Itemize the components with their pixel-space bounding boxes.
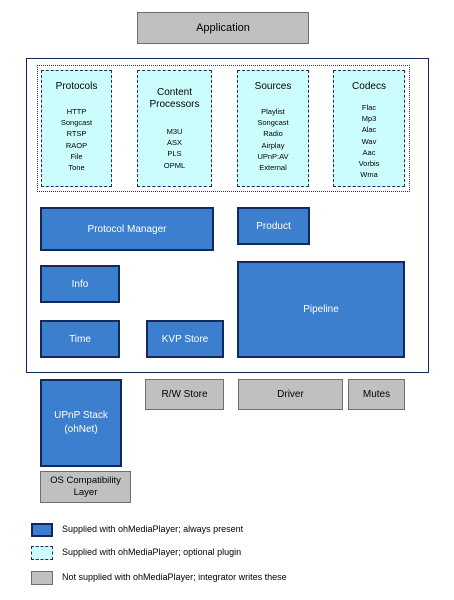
upnp-stack-box: UPnP Stack (ohNet) xyxy=(40,379,122,467)
content-processors-plugin: Content Processors M3U ASX PLS OPML xyxy=(137,70,212,187)
protocols-title: Protocols xyxy=(55,81,98,92)
list-item: Alac xyxy=(361,125,377,135)
mutes-box: Mutes xyxy=(348,379,405,410)
info-box: Info xyxy=(40,265,120,303)
list-item: Airplay xyxy=(261,140,285,150)
kvp-store-box: KVP Store xyxy=(146,320,224,358)
list-item: RAOP xyxy=(65,140,88,150)
sources-list: Playlist Songcast Radio Airplay UPnP:AV … xyxy=(238,106,308,173)
time-label: Time xyxy=(69,333,91,345)
pipeline-label: Pipeline xyxy=(303,304,339,315)
application-label: Application xyxy=(196,22,250,34)
list-item: File xyxy=(70,151,83,161)
protocols-plugin: Protocols HTTP Songcast RTSP RAOP File T… xyxy=(41,70,112,187)
list-item: External xyxy=(259,163,287,173)
list-item: HTTP xyxy=(66,107,87,116)
protocol-manager-label: Protocol Manager xyxy=(87,223,167,235)
list-item: OPML xyxy=(163,160,186,170)
legend-optional-text: Supplied with ohMediaPlayer; optional pl… xyxy=(62,547,242,557)
time-box: Time xyxy=(40,320,120,358)
list-item: Radio xyxy=(263,129,283,139)
content-processors-list: M3U ASX PLS OPML xyxy=(138,126,211,171)
application-box: Application xyxy=(137,12,309,44)
legend-not-supplied-swatch xyxy=(31,571,53,585)
codecs-list: Flac Mp3 Alac Wav Aac Vorbis Wma xyxy=(334,102,404,180)
list-item: Aac xyxy=(362,147,376,157)
codecs-title: Codecs xyxy=(352,81,386,92)
rw-store-box: R/W Store xyxy=(145,379,224,410)
list-item: RTSP xyxy=(66,129,87,139)
legend-not-supplied-text: Not supplied with ohMediaPlayer; integra… xyxy=(62,572,287,582)
legend-supplied-swatch xyxy=(31,523,53,537)
pipeline-box: Pipeline xyxy=(237,261,405,358)
list-item: Flac xyxy=(361,103,377,112)
sources-plugin: Sources Playlist Songcast Radio Airplay … xyxy=(237,70,309,187)
list-item: UPnP:AV xyxy=(257,151,289,161)
list-item: Wav xyxy=(361,136,377,146)
list-item: Mp3 xyxy=(361,114,377,124)
sources-title: Sources xyxy=(254,81,292,92)
driver-label: Driver xyxy=(277,389,304,400)
upnp-stack-label: UPnP Stack (ohNet) xyxy=(54,410,108,435)
rw-store-label: R/W Store xyxy=(161,389,208,400)
product-label: Product xyxy=(256,220,291,232)
legend-supplied-text: Supplied with ohMediaPlayer; always pres… xyxy=(62,524,244,534)
list-item: Playlist xyxy=(261,107,285,116)
list-item: PLS xyxy=(167,149,182,159)
kvp-store-label: KVP Store xyxy=(161,333,209,345)
list-item: Songcast xyxy=(257,118,289,128)
info-label: Info xyxy=(71,278,89,290)
list-item: Vorbis xyxy=(358,159,380,169)
list-item: M3U xyxy=(166,127,183,136)
plugin-region xyxy=(37,65,410,192)
protocols-list: HTTP Songcast RTSP RAOP File Tone xyxy=(42,106,111,173)
list-item: Tone xyxy=(68,163,85,173)
list-item: Wma xyxy=(360,170,378,180)
list-item: Songcast xyxy=(60,118,93,128)
product-box: Product xyxy=(237,207,310,245)
os-compat-label: OS Compatibility Layer xyxy=(50,475,121,498)
mutes-label: Mutes xyxy=(362,389,391,400)
codecs-plugin: Codecs Flac Mp3 Alac Wav Aac Vorbis Wma xyxy=(333,70,405,187)
list-item: ASX xyxy=(166,138,182,148)
protocol-manager-box: Protocol Manager xyxy=(40,207,214,251)
content-processors-title: Content Processors xyxy=(149,87,200,110)
legend-optional-swatch xyxy=(31,546,53,560)
os-compat-box: OS Compatibility Layer xyxy=(40,471,131,503)
driver-box: Driver xyxy=(238,379,343,410)
